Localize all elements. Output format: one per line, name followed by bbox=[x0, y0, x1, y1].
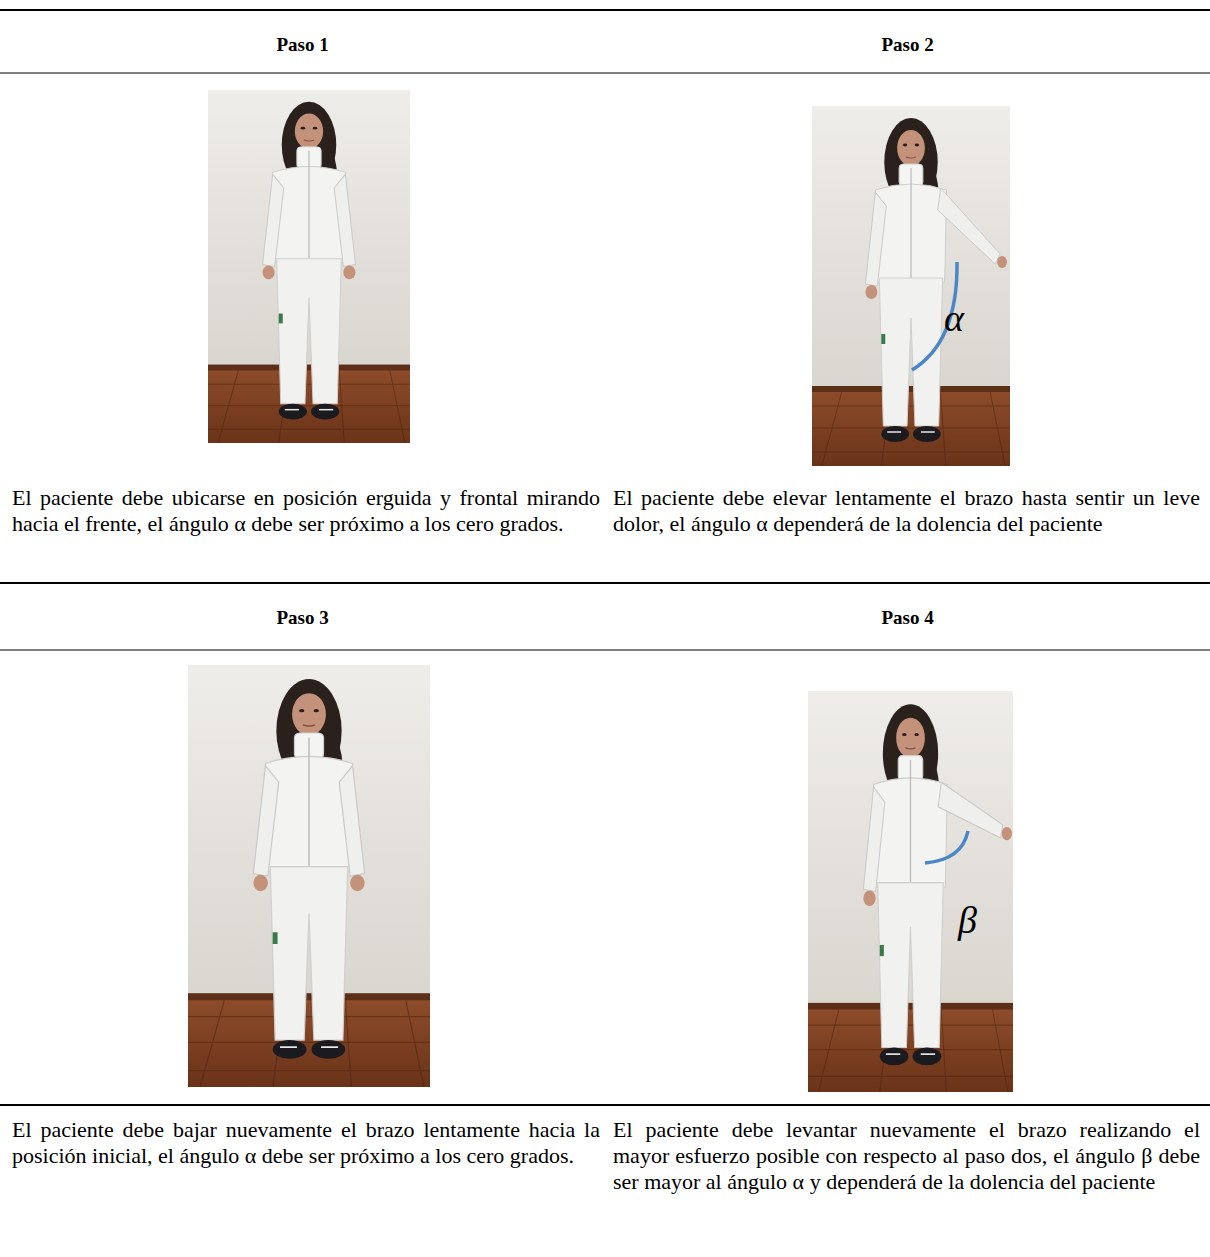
table-rule bbox=[0, 1104, 1210, 1106]
patient-photo bbox=[208, 90, 410, 443]
step-heading: Paso 3 bbox=[0, 606, 605, 630]
angle-arc bbox=[925, 831, 968, 863]
patient-photo bbox=[808, 691, 1013, 1092]
step-heading: Paso 2 bbox=[605, 33, 1210, 57]
step-heading: Paso 4 bbox=[605, 606, 1210, 630]
step-caption: El paciente debe elevar lentamente el br… bbox=[613, 485, 1200, 537]
step-caption: El paciente debe ubicarse en posición er… bbox=[12, 485, 600, 537]
table-rule bbox=[0, 650, 1210, 651]
patient-photo bbox=[812, 106, 1010, 466]
table-rule bbox=[0, 582, 1210, 584]
table-rule bbox=[0, 73, 1210, 74]
step-caption: El paciente debe bajar nuevamente el bra… bbox=[12, 1117, 600, 1169]
angle-label: α bbox=[944, 298, 964, 338]
step-caption: El paciente debe levantar nuevamente el … bbox=[613, 1117, 1200, 1195]
patient-photo bbox=[188, 665, 430, 1087]
table-rule bbox=[0, 9, 1210, 11]
angle-label: β bbox=[958, 900, 977, 940]
step-heading: Paso 1 bbox=[0, 33, 605, 57]
